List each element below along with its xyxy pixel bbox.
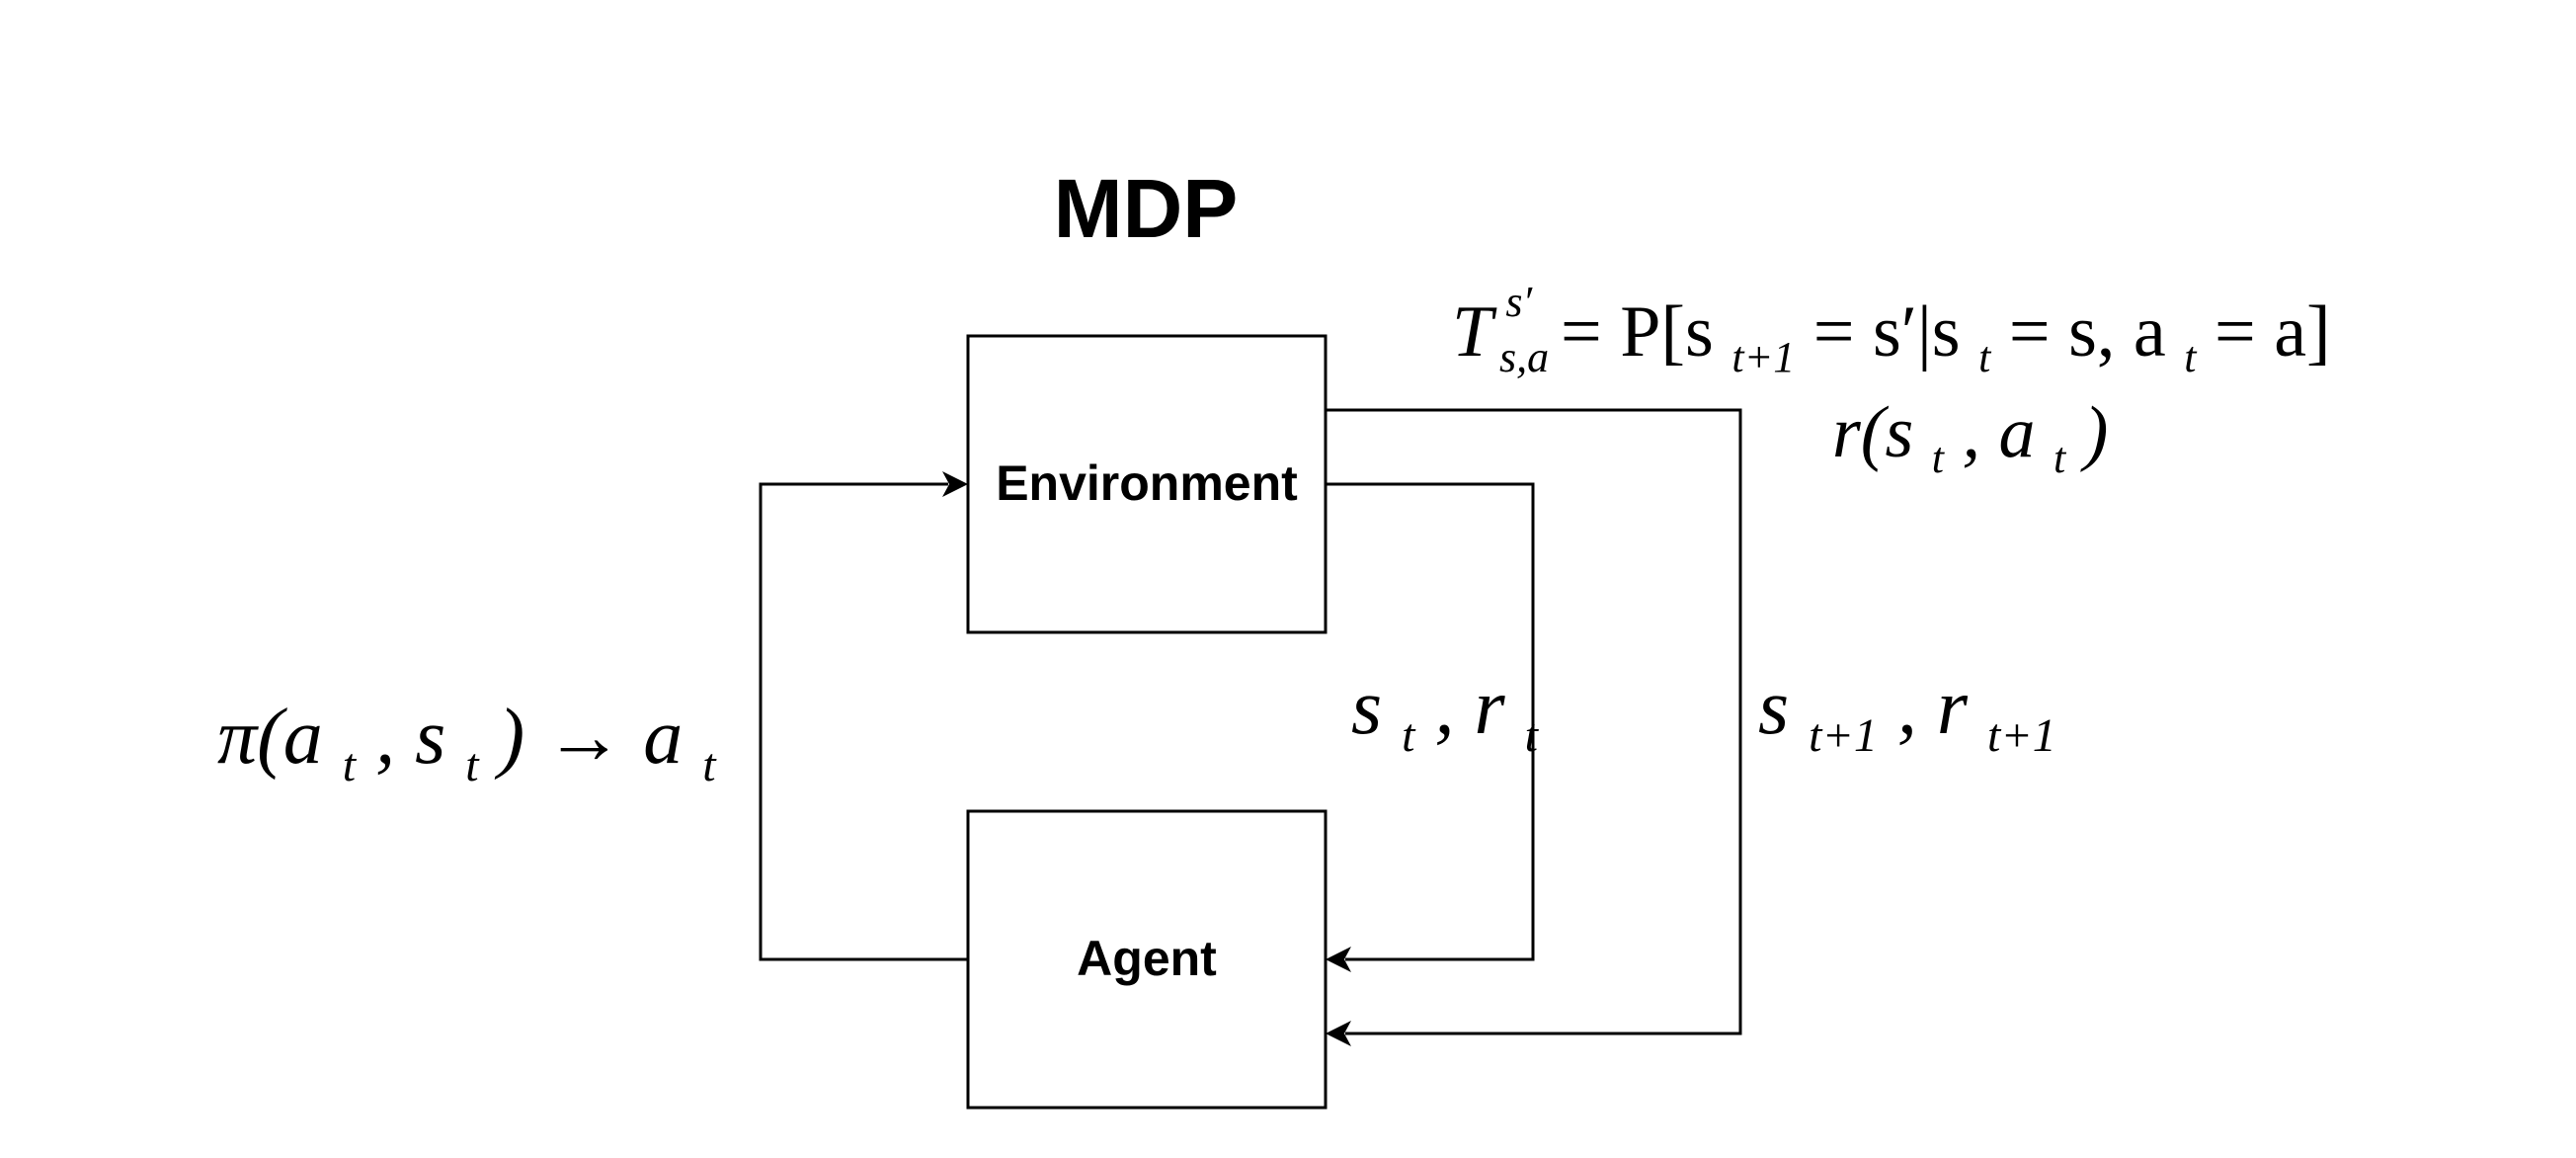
transition-rhs-sub1: t+1 — [1731, 333, 1795, 381]
agent-node: Agent — [966, 809, 1328, 1110]
transition-rhs-mid: = s′|s — [1813, 291, 1961, 372]
transition-subscript: s,a — [1499, 333, 1549, 381]
next-state-reward-edge — [1326, 408, 1742, 1046]
next-state-reward-label: s t+1 , r t+1 — [1758, 664, 2056, 769]
action-arrowhead — [942, 471, 968, 497]
state-reward-s: s — [1351, 664, 1382, 751]
reward-tail: ) — [2080, 392, 2109, 473]
policy-formula: π(a t , s t ) → a t — [217, 694, 717, 798]
transition-rhs-lead: = P[s — [1561, 291, 1714, 372]
transition-rhs-sub2: t — [1978, 333, 1992, 381]
transition-rhs-sub3: t — [2184, 333, 2198, 381]
transition-superscript: s′ — [1505, 278, 1533, 326]
reward-sub1: t — [1932, 434, 1946, 482]
next-state-reward-sub2: t+1 — [1987, 709, 2056, 762]
policy-lead: π(a — [217, 694, 323, 781]
state-reward-edge — [1326, 482, 1535, 972]
reward-lead: r(s — [1832, 392, 1913, 473]
policy-sub3: t — [702, 739, 717, 791]
agent-label: Agent — [1077, 931, 1217, 986]
action-edge — [759, 471, 968, 961]
transition-symbol: T — [1452, 291, 1497, 372]
state-reward-arrowhead — [1326, 947, 1351, 972]
state-reward-sub2: t — [1525, 709, 1540, 762]
environment-label: Environment — [996, 455, 1298, 511]
policy-mid2: ) → a — [495, 694, 684, 781]
environment-node: Environment — [966, 334, 1328, 634]
transition-rhs-mid2: = s, a — [2009, 291, 2166, 372]
next-state-reward-mid: , r — [1897, 664, 1969, 751]
state-reward-label: s t , r t — [1351, 664, 1540, 769]
reward-formula: r(s t , a t ) — [1832, 392, 2108, 489]
next-state-reward-s: s — [1758, 664, 1789, 751]
transition-rhs-tail: = a] — [2214, 291, 2331, 372]
transition-formula: T s′ s,a = P[s t+1 = s′|s t = s, a t = a… — [1452, 252, 2331, 388]
state-reward-sub1: t — [1402, 709, 1416, 762]
next-state-reward-sub1: t+1 — [1809, 709, 1878, 762]
policy-sub1: t — [343, 739, 358, 791]
policy-sub2: t — [465, 739, 480, 791]
diagram-title: MDP — [1054, 162, 1239, 255]
reward-sub2: t — [2053, 434, 2067, 482]
state-reward-mid: , r — [1434, 664, 1505, 751]
policy-mid: , s — [375, 694, 445, 781]
reward-mid: , a — [1962, 392, 2035, 473]
next-state-reward-arrowhead — [1326, 1021, 1351, 1046]
